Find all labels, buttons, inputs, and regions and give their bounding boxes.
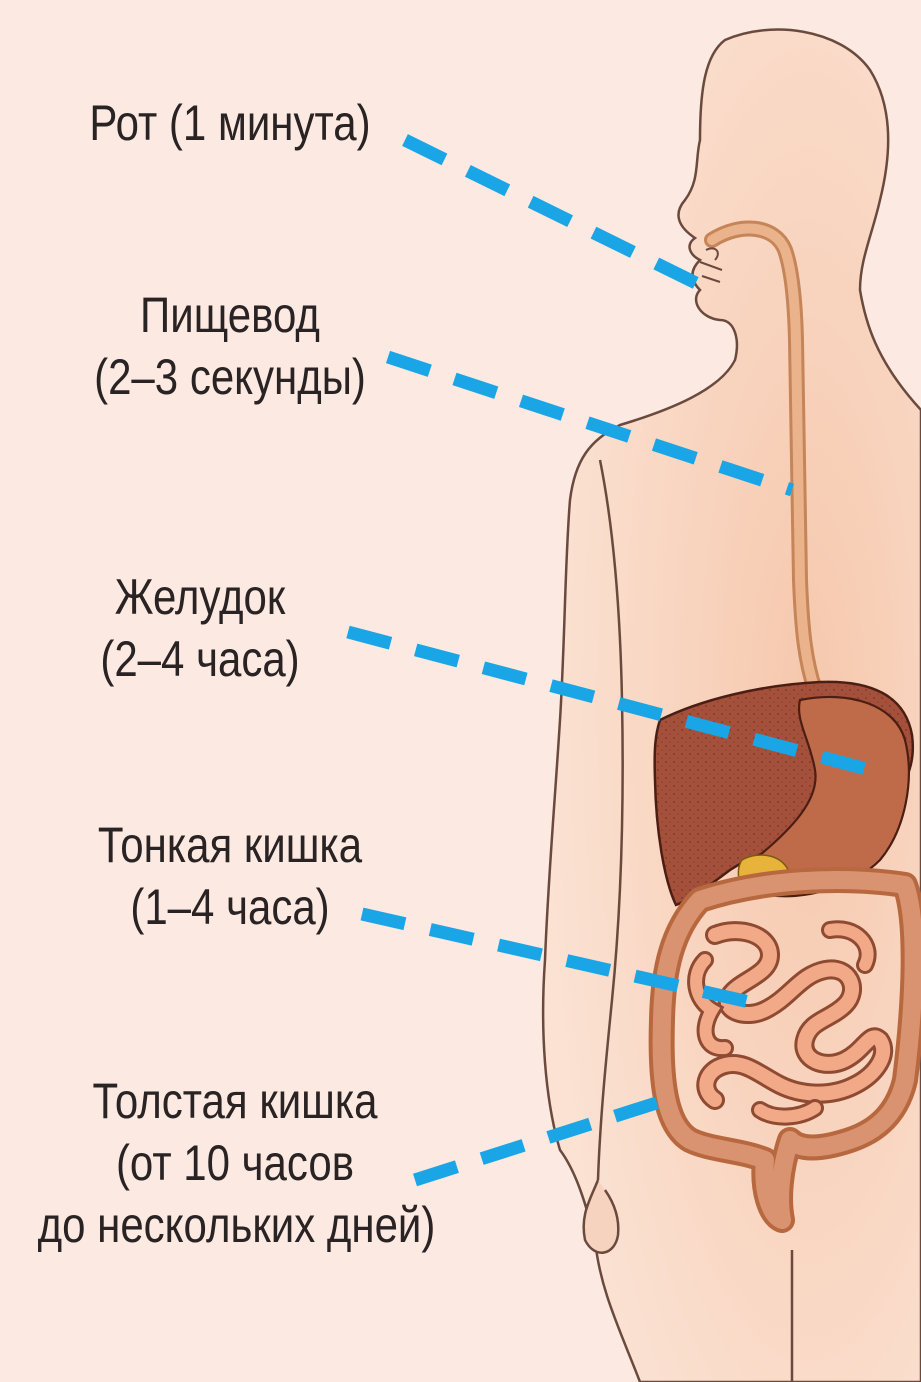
label-large-intestine: Толстая кишка (от 10 часов до нескольких… xyxy=(38,1070,433,1256)
label-mouth-name: Рот (1 минута) xyxy=(87,92,373,154)
label-esophagus: Пищевод (2–3 секунды) xyxy=(70,284,389,408)
label-mouth: Рот (1 минута) xyxy=(87,92,373,154)
label-large-intestine-time: (от 10 часов xyxy=(38,1132,433,1194)
label-stomach-time: (2–4 часа) xyxy=(66,628,335,690)
label-small-intestine: Тонкая кишка (1–4 часа) xyxy=(79,814,381,938)
label-small-intestine-time: (1–4 часа) xyxy=(79,876,381,938)
label-large-intestine-time-2: до нескольких дней) xyxy=(38,1194,433,1256)
leader-line-mouth xyxy=(405,140,700,285)
label-stomach: Желудок (2–4 часа) xyxy=(66,566,335,690)
label-stomach-name: Желудок xyxy=(66,566,335,628)
label-esophagus-name: Пищевод xyxy=(70,284,389,346)
label-large-intestine-name: Толстая кишка xyxy=(38,1070,433,1132)
label-esophagus-time: (2–3 секунды) xyxy=(70,346,389,408)
label-small-intestine-name: Тонкая кишка xyxy=(79,814,381,876)
